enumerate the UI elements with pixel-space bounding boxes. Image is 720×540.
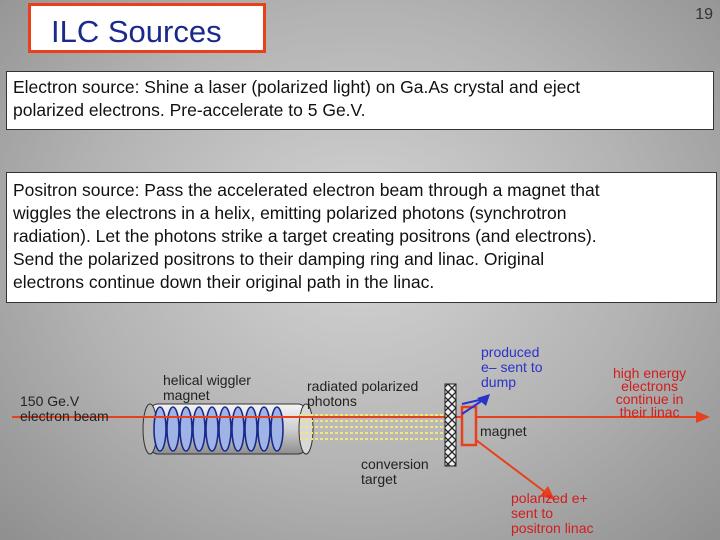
produced-electrons-label: produced e‒ sent to dump	[481, 344, 543, 390]
slide-title: ILC Sources	[51, 14, 222, 49]
title-box: ILC Sources	[28, 3, 266, 53]
positron-text-line: wiggles the electrons in a helix, emitti…	[13, 203, 567, 223]
photons-label: radiated polarized photons	[307, 378, 419, 409]
positron-arrow	[475, 439, 555, 500]
beam-label: 150 Ge.V electron beam	[20, 393, 109, 424]
electron-beam-arrow	[12, 411, 710, 423]
dump-arrow	[461, 394, 490, 415]
high-energy-label: high energy electrons continue in their …	[613, 365, 687, 420]
electron-source-box: Electron source: Shine a laser (polarize…	[6, 71, 714, 130]
target-label: conversion target	[361, 456, 429, 487]
positron-text-line: radiation). Let the photons strike a tar…	[13, 226, 597, 246]
photon-beam	[300, 414, 445, 440]
conversion-target	[444, 383, 457, 467]
dump-magnet	[460, 405, 478, 447]
positron-text-line: electrons continue down their original p…	[13, 272, 435, 292]
positron-text-line: Positron source: Pass the accelerated el…	[13, 180, 600, 200]
electron-text-line: Electron source: Shine a laser (polarize…	[13, 77, 581, 97]
positron-source-box: Positron source: Pass the accelerated el…	[6, 172, 717, 303]
wiggler-label: helical wiggler magnet	[163, 372, 251, 403]
electron-text-line: polarized electrons. Pre-accelerate to 5…	[13, 100, 366, 120]
positron-linac-label: polarized e+ sent to positron linac	[511, 490, 594, 536]
page-number: 19	[695, 6, 713, 23]
magnet-label: magnet	[480, 423, 527, 439]
positron-text-line: Send the polarized positrons to their da…	[13, 249, 545, 269]
